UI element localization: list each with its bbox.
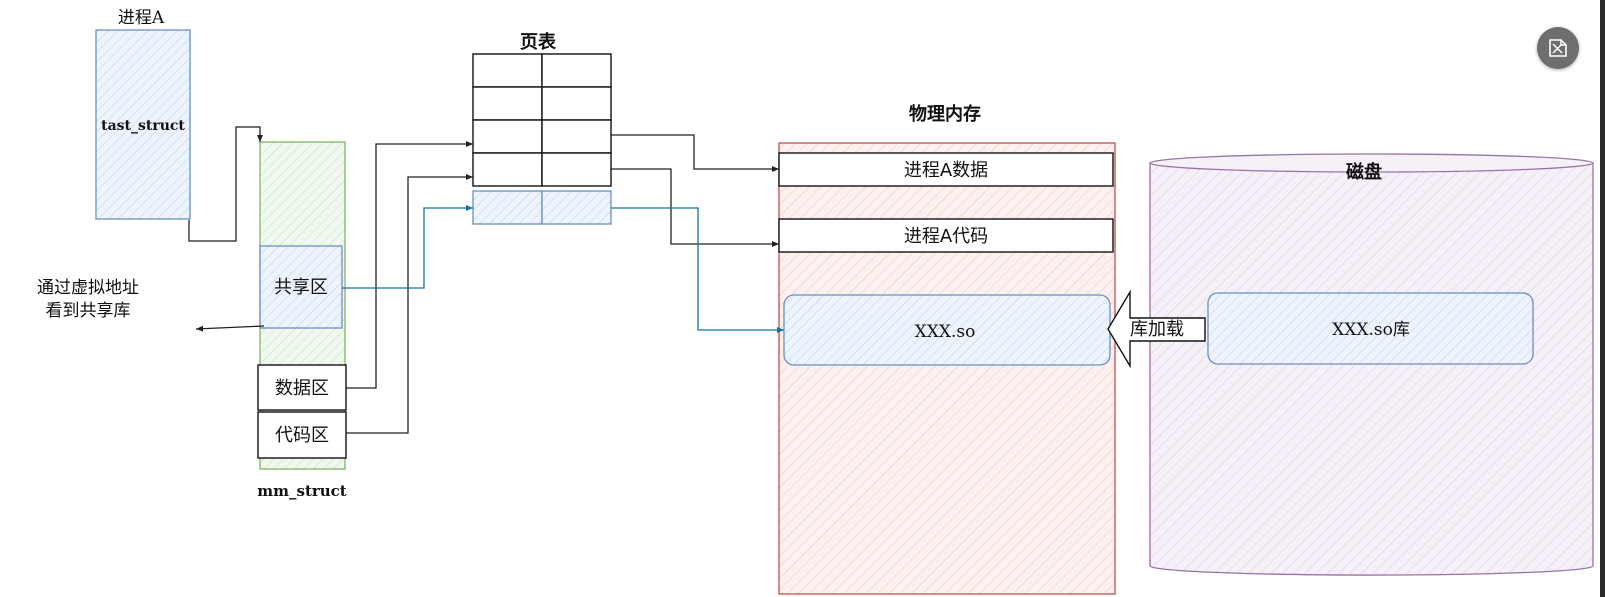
page-table-row-3-right (541, 119, 612, 154)
page-table-title: 页表 (520, 31, 557, 53)
data-area-box (257, 364, 347, 411)
connector-pagetable-to-phys-data (611, 134, 779, 172)
disk-cylinder (1149, 153, 1594, 576)
virtual-address-note-line2: 看到共享库 (46, 301, 131, 321)
connector-shared-to-note (195, 325, 265, 332)
phys-so-label: XXX.so (915, 322, 976, 342)
page-table-row-4-left (472, 152, 543, 187)
code-area-box (257, 411, 347, 459)
disk-title: 磁盘 (1346, 161, 1382, 183)
connector-shared-to-pagetable (342, 205, 473, 289)
translate-icon (1549, 39, 1567, 57)
phys-data-label: 进程A数据 (904, 160, 988, 181)
connector-pagetable-to-phys-so (611, 207, 784, 333)
connector-code-to-pagetable (346, 174, 473, 434)
page-table-row-2-left (472, 86, 543, 121)
library-load-label: 库加载 (1130, 319, 1184, 340)
page-table-shared-row (472, 190, 612, 225)
data-area-label: 数据区 (275, 378, 329, 399)
page-table-row-2-right (541, 86, 612, 121)
physical-memory-box (778, 142, 1116, 595)
mm-struct-label: mm_struct (257, 482, 347, 500)
page-table-row-3-left (472, 119, 543, 154)
virtual-address-note-line1: 通过虚拟地址 (37, 278, 139, 298)
translate-button[interactable] (1537, 27, 1579, 69)
page-table-shared-left (472, 190, 543, 225)
phys-data-box (778, 152, 1114, 187)
code-area-label: 代码区 (275, 425, 329, 446)
task-struct-label: tast_struct (101, 118, 185, 134)
page-table-row-1-left (472, 53, 543, 88)
disk-so-label: XXX.so库 (1332, 320, 1410, 340)
phys-code-box (778, 218, 1114, 253)
connector-pagetable-to-phys-code (611, 168, 779, 247)
page-table (472, 53, 612, 187)
phys-code-label: 进程A代码 (904, 226, 988, 247)
physical-memory-title: 物理内存 (909, 103, 981, 125)
shared-area-box (259, 245, 343, 329)
process-label: 进程A (118, 8, 165, 28)
disk-so-box (1207, 292, 1534, 365)
page-table-shared-right (541, 190, 612, 225)
task-struct-box (95, 29, 191, 220)
shared-area-label: 共享区 (274, 277, 328, 298)
page-table-row-1-right (541, 53, 612, 88)
connector-task-to-mm (188, 126, 263, 242)
connector-data-to-pagetable (346, 141, 473, 389)
page-table-row-4-right (541, 152, 612, 187)
library-load-arrow (1107, 289, 1206, 369)
